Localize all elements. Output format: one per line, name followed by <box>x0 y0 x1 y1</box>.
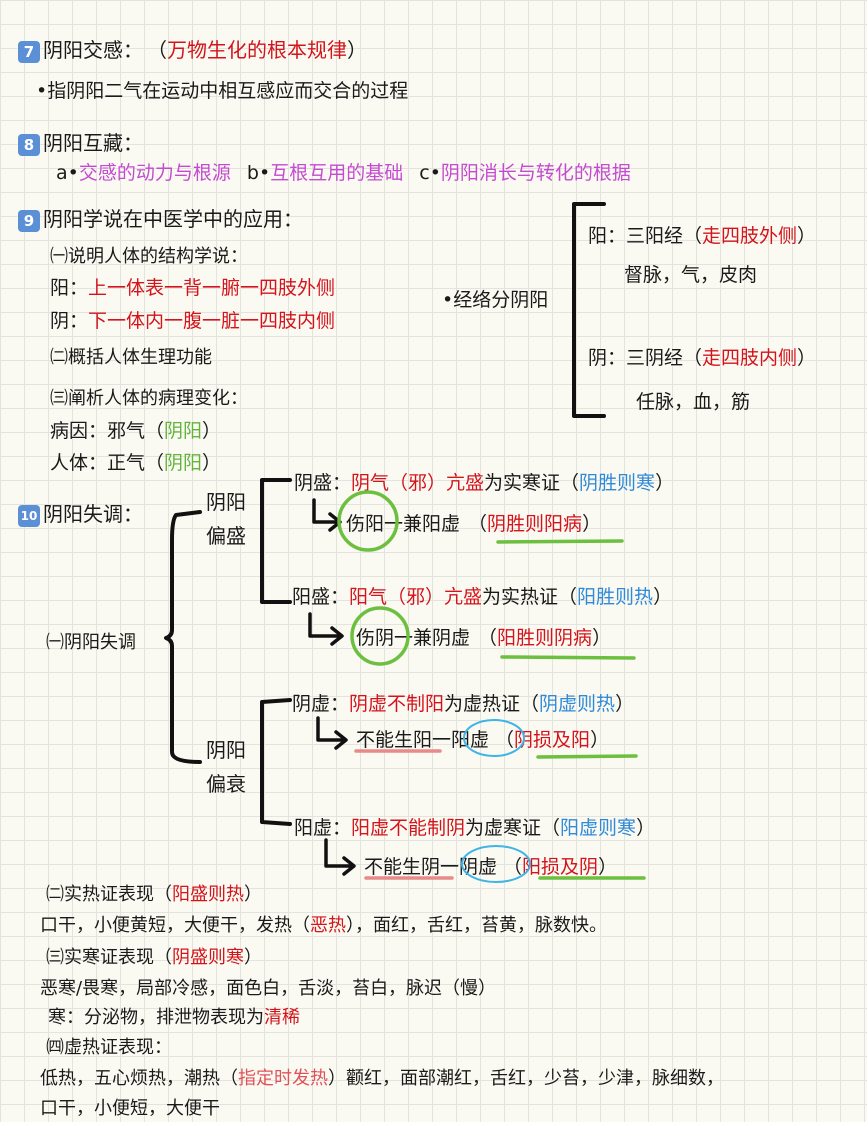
pian-shuai-label-2: 偏衰 <box>206 772 246 796</box>
shihan-secretion: 寒：分泌物，排泄物表现为清稀 <box>48 1007 300 1028</box>
xure-symptoms: 低热，五心烦热，潮热（指定时发热）颧红，面部潮红，舌红，少苔，少津，脉细数， <box>40 1068 724 1089</box>
yangxu-sub: 不能生阴一阴虚（阳损及阴） <box>364 856 618 878</box>
arrow-yangsheng <box>308 612 344 646</box>
pathology-item: ㈢阐析人体的病理变化： <box>50 388 248 409</box>
pian-shuai-label-1: 阴阳 <box>206 738 246 762</box>
number-7-badge: 7 <box>18 40 40 63</box>
arrow-yinxu <box>316 716 348 750</box>
imbalance-item: ㈠阴阳失调 <box>46 632 136 653</box>
yang-meridian-line: 阳：三阳经（走四肢外侧） <box>588 225 817 247</box>
arrow-yangxu <box>324 838 356 876</box>
xure-heading: ㈣虚热证表现： <box>46 1037 172 1058</box>
section-8-items: a•交感的动力与根源 b•互根互用的基础 c•阴阳消长与转化的根据 <box>56 162 631 184</box>
yang-structure-line: 阳：上一体表一背一腑一四肢外侧 <box>50 277 336 299</box>
pian-sheng-bracket <box>260 478 292 604</box>
yangsheng-sub: 伤阴一兼阴虚（阳胜则阴病） <box>356 627 612 649</box>
yang-meridian-sub: 督脉，气，皮肉 <box>624 264 758 286</box>
yinsheng-sub: 伤阳一兼阳虚（阴胜则阳病） <box>346 513 602 535</box>
number-9-badge: 9 <box>18 209 40 232</box>
pian-shuai-bracket <box>260 698 292 826</box>
shire-symptoms: 口干，小便黄短，大便干，发热（恶热），面红，舌红，苔黄，脉数快。 <box>40 915 607 936</box>
yinxu-line: 阴虚：阴虚不制阳为虚热证（阴虚则热） <box>292 693 635 715</box>
bingyin-line: 病因：邪气（阴阳） <box>50 420 222 442</box>
yin-meridian-sub: 任脉，血，筋 <box>636 391 751 413</box>
physiology-item: ㈡概括人体生理功能 <box>50 347 212 368</box>
renti-line: 人体：正气（阴阳） <box>50 452 222 474</box>
pian-sheng-label-2: 偏盛 <box>206 524 246 548</box>
shihan-symptoms: 恶寒/畏寒，局部冷感，面色白，舌淡，苔白，脉迟（慢） <box>40 978 497 999</box>
underline-yinsheng-sub <box>496 539 624 544</box>
jingluo-label: •经络分阴阳 <box>442 289 549 311</box>
yinxu-sub: 不能生阳一阳虚（阴损及阳） <box>356 729 610 751</box>
yin-structure-line: 阴：下一体内一腹一脏一四肢内侧 <box>50 310 336 332</box>
yinsheng-line: 阴盛：阴气（邪）亢盛为实寒证（阴胜则寒） <box>294 472 675 494</box>
xure-symptoms-2: 口干，小便短，大便干 <box>40 1098 220 1119</box>
number-10-badge: 10 <box>18 504 40 527</box>
shire-heading: ㈡实热证表现（阳盛则热） <box>46 884 262 905</box>
yangxu-line: 阳虚：阳虚不能制阴为虚寒证（阳虚则寒） <box>294 817 656 839</box>
yangsheng-line: 阳盛：阳气（邪）亢盛为实热证（阳胜则热） <box>292 586 673 608</box>
yin-meridian-line: 阴：三阴经（走四肢内侧） <box>588 347 817 369</box>
imbalance-bracket <box>164 510 202 764</box>
number-8-badge: 8 <box>18 133 40 156</box>
underline-yangsheng-sub <box>500 655 636 660</box>
pian-sheng-label-1: 阴阳 <box>206 490 246 514</box>
structure-item: ㈠说明人体的结构学说： <box>50 246 248 267</box>
shihan-heading: ㈢实寒证表现（阴盛则寒） <box>46 947 262 968</box>
section-7-definition: •指阴阳二气在运动中相互感应而交合的过程 <box>36 80 409 102</box>
arrow-yinsheng <box>312 498 342 532</box>
underline-yinxu-sub <box>536 754 638 759</box>
